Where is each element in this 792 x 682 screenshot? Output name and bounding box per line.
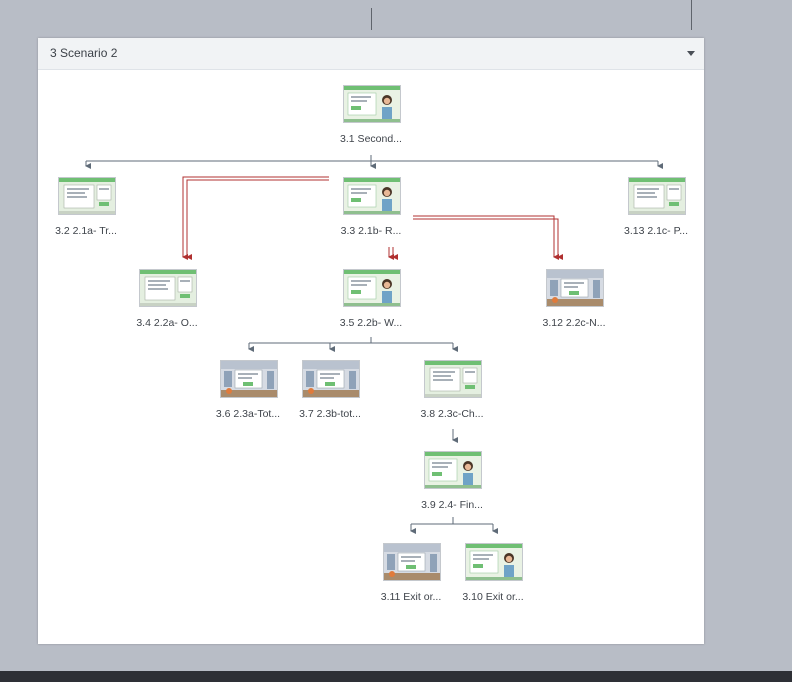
- chevron-down-icon[interactable]: [687, 51, 695, 56]
- slide-preview-image: [59, 178, 115, 214]
- slide-thumbnail[interactable]: [220, 360, 278, 398]
- slide-thumbnail[interactable]: [58, 177, 116, 215]
- status-bar: [0, 671, 792, 682]
- slide-label: 3.5 2.2b- W...: [339, 317, 403, 329]
- slide-preview-image: [344, 270, 400, 306]
- slide-label: 3.9 2.4- Fin...: [421, 499, 483, 511]
- slide-label: 3.13 2.1c- P...: [623, 225, 688, 237]
- slide-thumbnail[interactable]: [424, 451, 482, 489]
- slide-thumbnail[interactable]: [139, 269, 197, 307]
- slide-label: 3.6 2.3a-Tot...: [215, 408, 281, 420]
- slide-label: 3.3 2.1b- R...: [340, 225, 402, 237]
- slide-label: 3.10 Exit or...: [462, 591, 524, 603]
- slide-thumbnail[interactable]: [302, 360, 360, 398]
- slide-preview-image: [425, 452, 481, 488]
- slide-preview-image: [140, 270, 196, 306]
- slide-thumbnail[interactable]: [424, 360, 482, 398]
- scene-panel: 3 Scenario 2: [38, 38, 704, 644]
- slide-preview-image: [344, 86, 400, 122]
- slide-thumbnail[interactable]: [628, 177, 686, 215]
- slide-preview-image: [629, 178, 685, 214]
- slide-label: 3.2 2.1a- Tr...: [55, 225, 117, 237]
- slide-label: 3.4 2.2a- O...: [136, 317, 198, 329]
- slide-preview-image: [344, 178, 400, 214]
- branch-connectors: [85, 155, 663, 534]
- slide-preview-image: [466, 544, 522, 580]
- slide-thumbnail[interactable]: [546, 269, 604, 307]
- slide-preview-image: [384, 544, 440, 580]
- slide-label: 3.12 2.2c-N...: [542, 317, 606, 329]
- slide-label: 3.11 Exit or...: [380, 591, 442, 603]
- slide-thumbnail[interactable]: [343, 85, 401, 123]
- slide-thumbnail[interactable]: [383, 543, 441, 581]
- slide-preview-image: [547, 270, 603, 306]
- slide-thumbnail[interactable]: [465, 543, 523, 581]
- adjacent-connector: [691, 0, 692, 30]
- slide-preview-image: [303, 361, 359, 397]
- scene-title: 3 Scenario 2: [50, 46, 118, 60]
- scene-header[interactable]: 3 Scenario 2: [38, 38, 704, 70]
- incoming-connector: [371, 8, 372, 30]
- slide-label: 3.1 Second...: [340, 133, 402, 145]
- slide-preview-image: [425, 361, 481, 397]
- slide-label: 3.7 2.3b-tot...: [299, 408, 361, 420]
- slide-thumbnail[interactable]: [343, 269, 401, 307]
- slide-label: 3.8 2.3c-Ch...: [420, 408, 484, 420]
- slide-thumbnail[interactable]: [343, 177, 401, 215]
- slide-preview-image: [221, 361, 277, 397]
